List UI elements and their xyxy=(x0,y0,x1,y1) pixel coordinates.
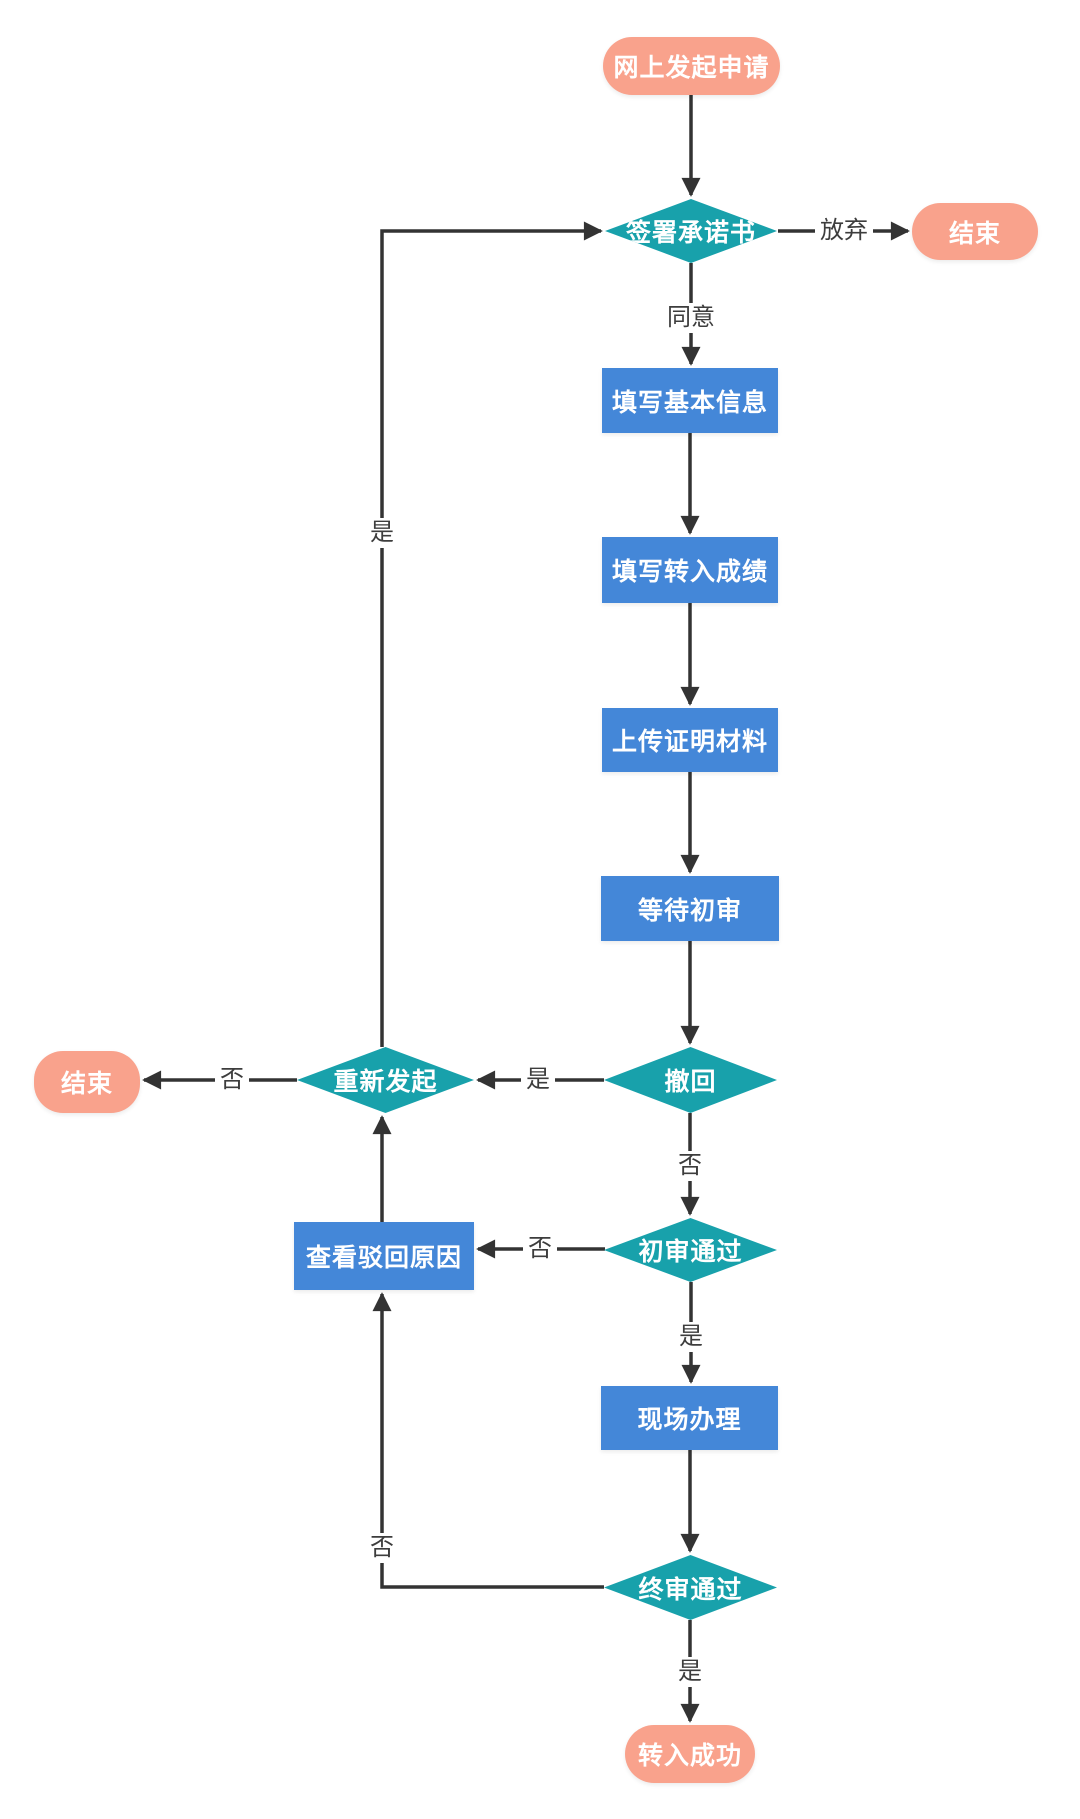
node-start: 网上发起申请 xyxy=(603,37,780,95)
node-end-left: 结束 xyxy=(34,1051,140,1113)
edge-label-first-pass-no: 否 xyxy=(523,1234,557,1264)
edge-final-pass-no-to-view-reason xyxy=(372,1292,604,1589)
node-end-top: 结束 xyxy=(912,203,1038,260)
edge-reinitiate-yes-to-sign xyxy=(380,221,603,1047)
edge-label-reinitiate-no: 否 xyxy=(215,1065,249,1095)
edge-label-withdraw-yes: 是 xyxy=(521,1065,555,1095)
node-upload-materials: 上传证明材料 xyxy=(602,708,778,772)
edge-label-agree: 同意 xyxy=(662,303,720,333)
node-fill-basic-info: 填写基本信息 xyxy=(602,368,778,433)
node-fill-transfer-scores: 填写转入成绩 xyxy=(602,537,778,603)
edge-label-reinitiate-yes: 是 xyxy=(365,518,399,548)
edge-label-final-pass-yes: 是 xyxy=(673,1657,707,1687)
node-onsite-processing: 现场办理 xyxy=(601,1386,778,1450)
edge-label-withdraw-no: 否 xyxy=(673,1151,707,1181)
node-view-rejection-reason: 查看驳回原因 xyxy=(294,1222,474,1290)
edge-label-abandon: 放弃 xyxy=(815,216,873,246)
node-transfer-success: 转入成功 xyxy=(625,1725,755,1783)
node-wait-initial-review: 等待初审 xyxy=(601,876,779,941)
edge-label-first-pass-yes: 是 xyxy=(674,1322,708,1352)
edge-label-final-pass-no: 否 xyxy=(365,1533,399,1563)
